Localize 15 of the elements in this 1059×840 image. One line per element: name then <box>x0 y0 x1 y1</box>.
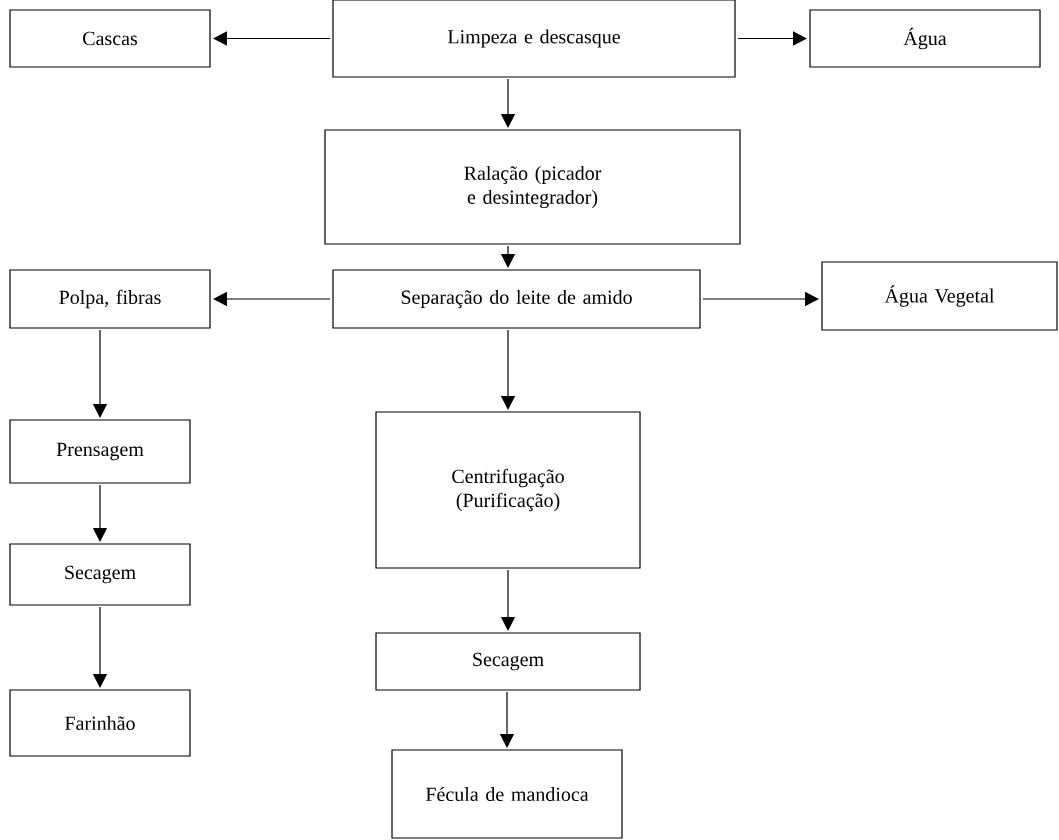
process-box: Farinhão <box>9 689 191 757</box>
process-box: Prensagem <box>9 419 191 484</box>
process-box: Secagem <box>9 543 191 606</box>
process-box: Cascas <box>9 9 211 68</box>
process-box: Centrifugação (Purificação) <box>375 411 641 569</box>
process-box: Limpeza e descasque <box>332 0 736 78</box>
process-box: Água Vegetal <box>821 261 1058 331</box>
arrow <box>737 31 807 46</box>
process-box: Água <box>809 9 1041 68</box>
process-box: Polpa, fibras <box>9 269 211 329</box>
process-box: Fécula de mandioca <box>391 749 623 839</box>
process-box: Separação do leite de amido <box>332 269 701 329</box>
process-box: Secagem <box>375 632 641 691</box>
arrow <box>213 31 331 46</box>
process-box: Ralação (picador e desintegrador) <box>324 129 741 245</box>
